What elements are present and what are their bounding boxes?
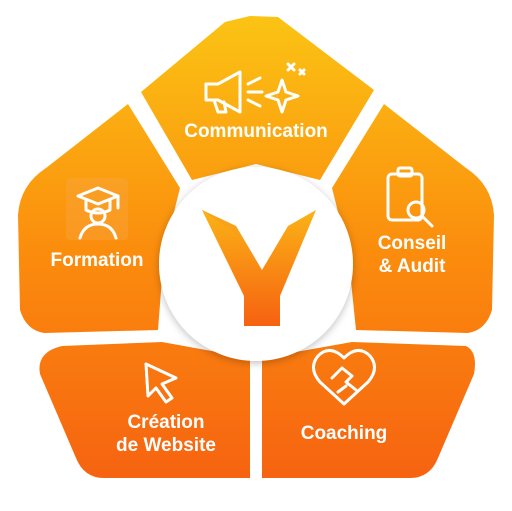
segment-label-communication: Communication bbox=[184, 121, 328, 142]
graduate-icon bbox=[76, 186, 120, 240]
segment-label-conseil: Conseil bbox=[378, 233, 447, 254]
segment-formation bbox=[18, 104, 180, 333]
segment-communication bbox=[141, 16, 374, 180]
segment-coaching bbox=[262, 342, 475, 478]
y-logo bbox=[202, 210, 316, 326]
cursor-arrow-icon bbox=[144, 362, 178, 404]
segment-creation-website bbox=[39, 342, 250, 478]
segment-label-coaching: Coaching bbox=[301, 423, 388, 444]
segment-label-formation: Formation bbox=[51, 250, 144, 271]
clipboard-search-icon bbox=[386, 166, 434, 228]
megaphone-sparkle-icon bbox=[204, 62, 306, 114]
segment-label-creation: Création bbox=[127, 412, 204, 433]
segment-label-website: de Website bbox=[116, 435, 216, 456]
heart-handshake-icon bbox=[312, 349, 376, 406]
segment-label-audit: & Audit bbox=[379, 256, 447, 277]
